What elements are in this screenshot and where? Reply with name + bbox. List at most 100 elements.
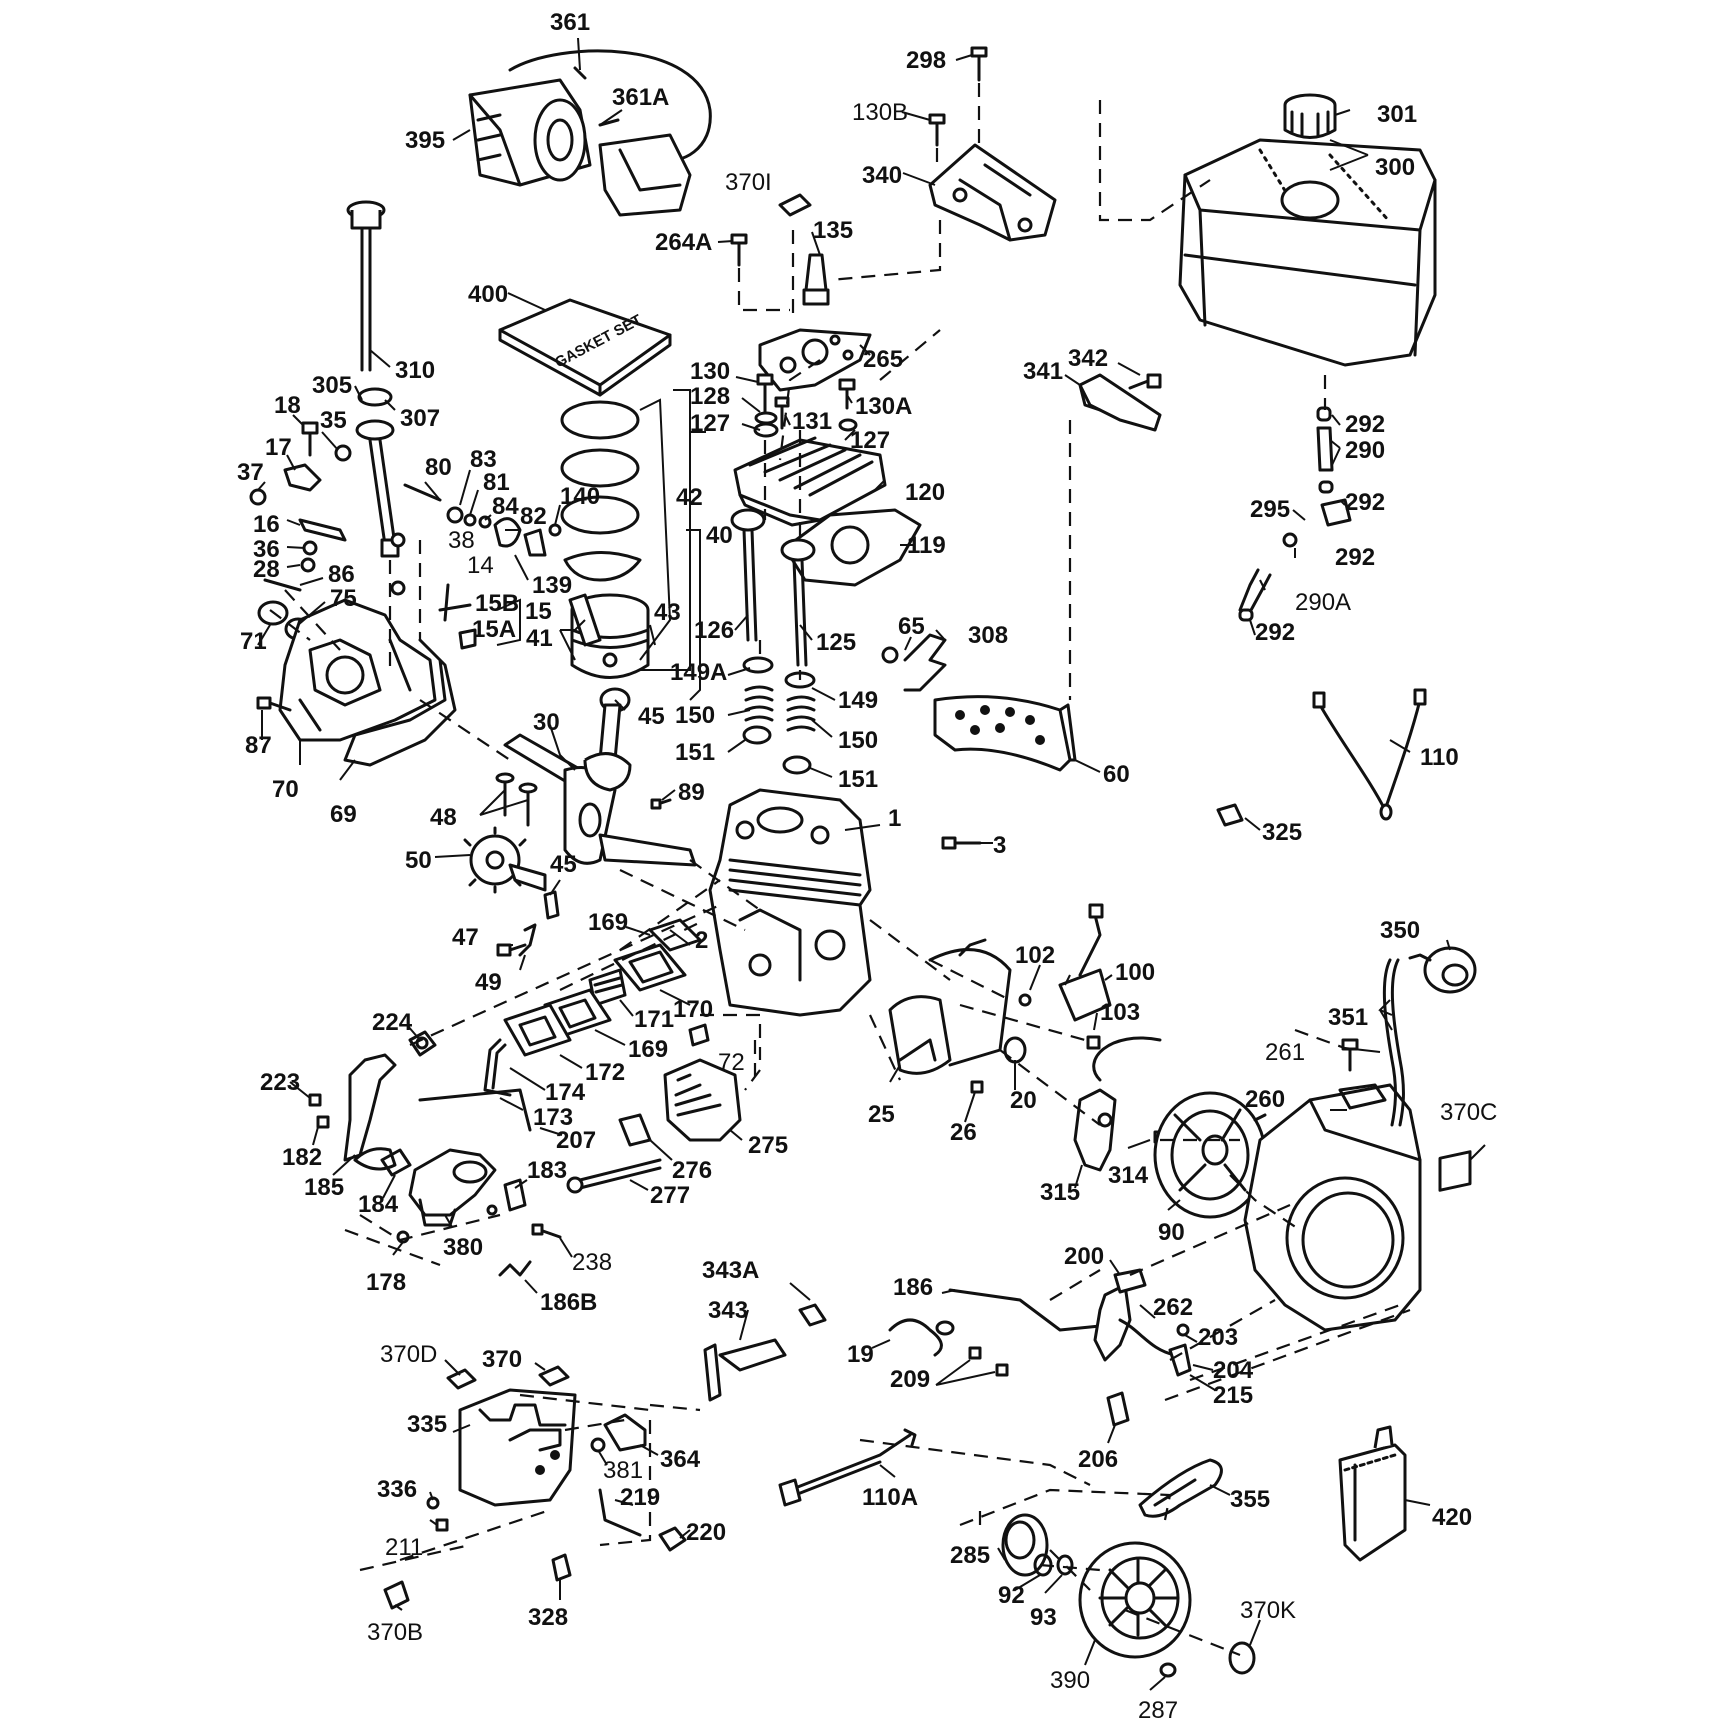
part-callout-100: 100 [1115, 959, 1155, 986]
part-callout-292b: 292 [1345, 489, 1385, 516]
muffler-stud-277 [566, 1158, 662, 1194]
part-callout-40: 40 [706, 522, 733, 549]
part-callout-200: 200 [1064, 1243, 1104, 1270]
part-callout-135: 135 [813, 217, 853, 244]
spark-plug-135 [802, 253, 830, 306]
bushing-20 [1003, 1036, 1027, 1064]
part-callout-130: 130 [690, 358, 730, 385]
part-callout-361: 361 [550, 9, 590, 36]
control-panel-335 [458, 1388, 577, 1507]
bracket-341 [1078, 373, 1162, 432]
part-callout-103: 103 [1100, 999, 1140, 1026]
nut-287 [1159, 1662, 1177, 1678]
part-callout-351: 351 [1328, 1004, 1368, 1031]
decal-370C [1438, 1150, 1472, 1192]
alignment-lines [269, 60, 1411, 1657]
part-callout-80: 80 [425, 454, 452, 481]
part-callout-342: 342 [1068, 345, 1108, 372]
part-callout-381: 381 [603, 1457, 643, 1484]
part-callout-182: 182 [282, 1144, 322, 1171]
part-callout-130b: 130B [852, 99, 908, 126]
part-callout-127a: 127 [690, 410, 730, 437]
lock-276 [618, 1113, 652, 1147]
part-callout-295: 295 [1250, 496, 1290, 523]
part-callout-65: 65 [898, 613, 925, 640]
part-callout-169a: 169 [588, 909, 628, 936]
part-callout-38: 38 [448, 527, 475, 554]
part-callout-130a: 130A [855, 393, 912, 420]
part-callout-174: 174 [545, 1079, 586, 1106]
part-callout-292c: 292 [1335, 544, 1375, 571]
part-callout-140: 140 [560, 483, 600, 510]
ignition-module-100 [1058, 903, 1112, 1022]
part-callout-119: 119 [907, 532, 946, 559]
part-callout-69: 69 [330, 801, 357, 828]
part-callout-149: 149 [838, 687, 878, 714]
intake-pipe-185 [308, 1053, 397, 1171]
part-callout-15: 15 [525, 598, 552, 625]
oring-370K [1228, 1641, 1256, 1675]
part-callout-207: 207 [556, 1127, 596, 1154]
part-callout-139: 139 [532, 572, 572, 599]
part-callout-300: 300 [1375, 154, 1415, 181]
bolt-3 [941, 836, 982, 850]
part-callout-343: 343 [708, 1297, 748, 1324]
part-callout-86: 86 [328, 561, 355, 588]
part-callout-183: 183 [527, 1157, 567, 1184]
part-callout-290: 290 [1345, 437, 1385, 464]
part-callout-370c: 370C [1440, 1099, 1497, 1126]
part-callout-17: 17 [265, 434, 292, 461]
part-callout-70: 70 [272, 776, 299, 803]
part-callout-350: 350 [1380, 917, 1420, 944]
bolts-102-103 [1018, 993, 1101, 1050]
bracket-343 [703, 1303, 827, 1402]
part-callout-2: 2 [695, 927, 708, 954]
part-callout-41: 41 [526, 625, 553, 652]
spring-19 [888, 1318, 955, 1357]
part-callout-89: 89 [678, 779, 705, 806]
rod-bolts-48 [495, 772, 538, 827]
cylinder-head-120 [733, 436, 887, 527]
bracket-340 [928, 143, 1057, 242]
governor-control-200 [1093, 1268, 1192, 1377]
valve-126 [730, 508, 766, 642]
part-callout-224: 224 [372, 1009, 413, 1036]
screw-206 [1106, 1391, 1130, 1427]
gasket-set-box-400: GASKET SET [498, 298, 672, 397]
part-callout-150b: 150 [838, 727, 878, 754]
choke-cable-110A [778, 1428, 917, 1507]
part-callout-298: 298 [906, 47, 946, 74]
fuel-line-173 [483, 1038, 512, 1097]
part-callout-206: 206 [1078, 1446, 1118, 1473]
starter-handle-355 [1138, 1458, 1223, 1518]
bolt-26 [970, 1080, 984, 1094]
bolts-209 [968, 1346, 1009, 1377]
carburetor-380 [408, 1148, 527, 1227]
part-callout-211: 211 [385, 1534, 423, 1561]
part-callout-120: 120 [905, 479, 945, 506]
part-callout-36: 36 [253, 536, 280, 563]
part-callout-215: 215 [1213, 1382, 1253, 1409]
part-callout-14: 14 [467, 552, 494, 579]
part-callout-131: 131 [792, 408, 832, 435]
part-callout-84: 84 [492, 493, 519, 520]
part-callout-82: 82 [520, 503, 547, 530]
part-callout-287: 287 [1138, 1697, 1178, 1724]
connecting-rod-45 [583, 687, 632, 792]
part-callout-102: 102 [1015, 942, 1055, 969]
wire-219 [598, 1488, 642, 1537]
oil-bottle-420 [1338, 1425, 1407, 1562]
part-callout-50: 50 [405, 847, 432, 874]
key-220 [658, 1526, 687, 1552]
part-callout-35: 35 [320, 407, 347, 434]
part-callout-305: 305 [312, 372, 352, 399]
part-callout-178: 178 [366, 1269, 406, 1296]
part-callout-75: 75 [330, 585, 357, 612]
part-callout-277: 277 [650, 1182, 690, 1209]
valve-125 [780, 538, 816, 667]
part-callout-37: 37 [237, 459, 264, 486]
part-callout-290a: 290A [1295, 589, 1351, 616]
governor-parts-80 [390, 483, 562, 650]
decal-370B [383, 1580, 410, 1610]
part-callout-292a: 292 [1345, 411, 1385, 438]
